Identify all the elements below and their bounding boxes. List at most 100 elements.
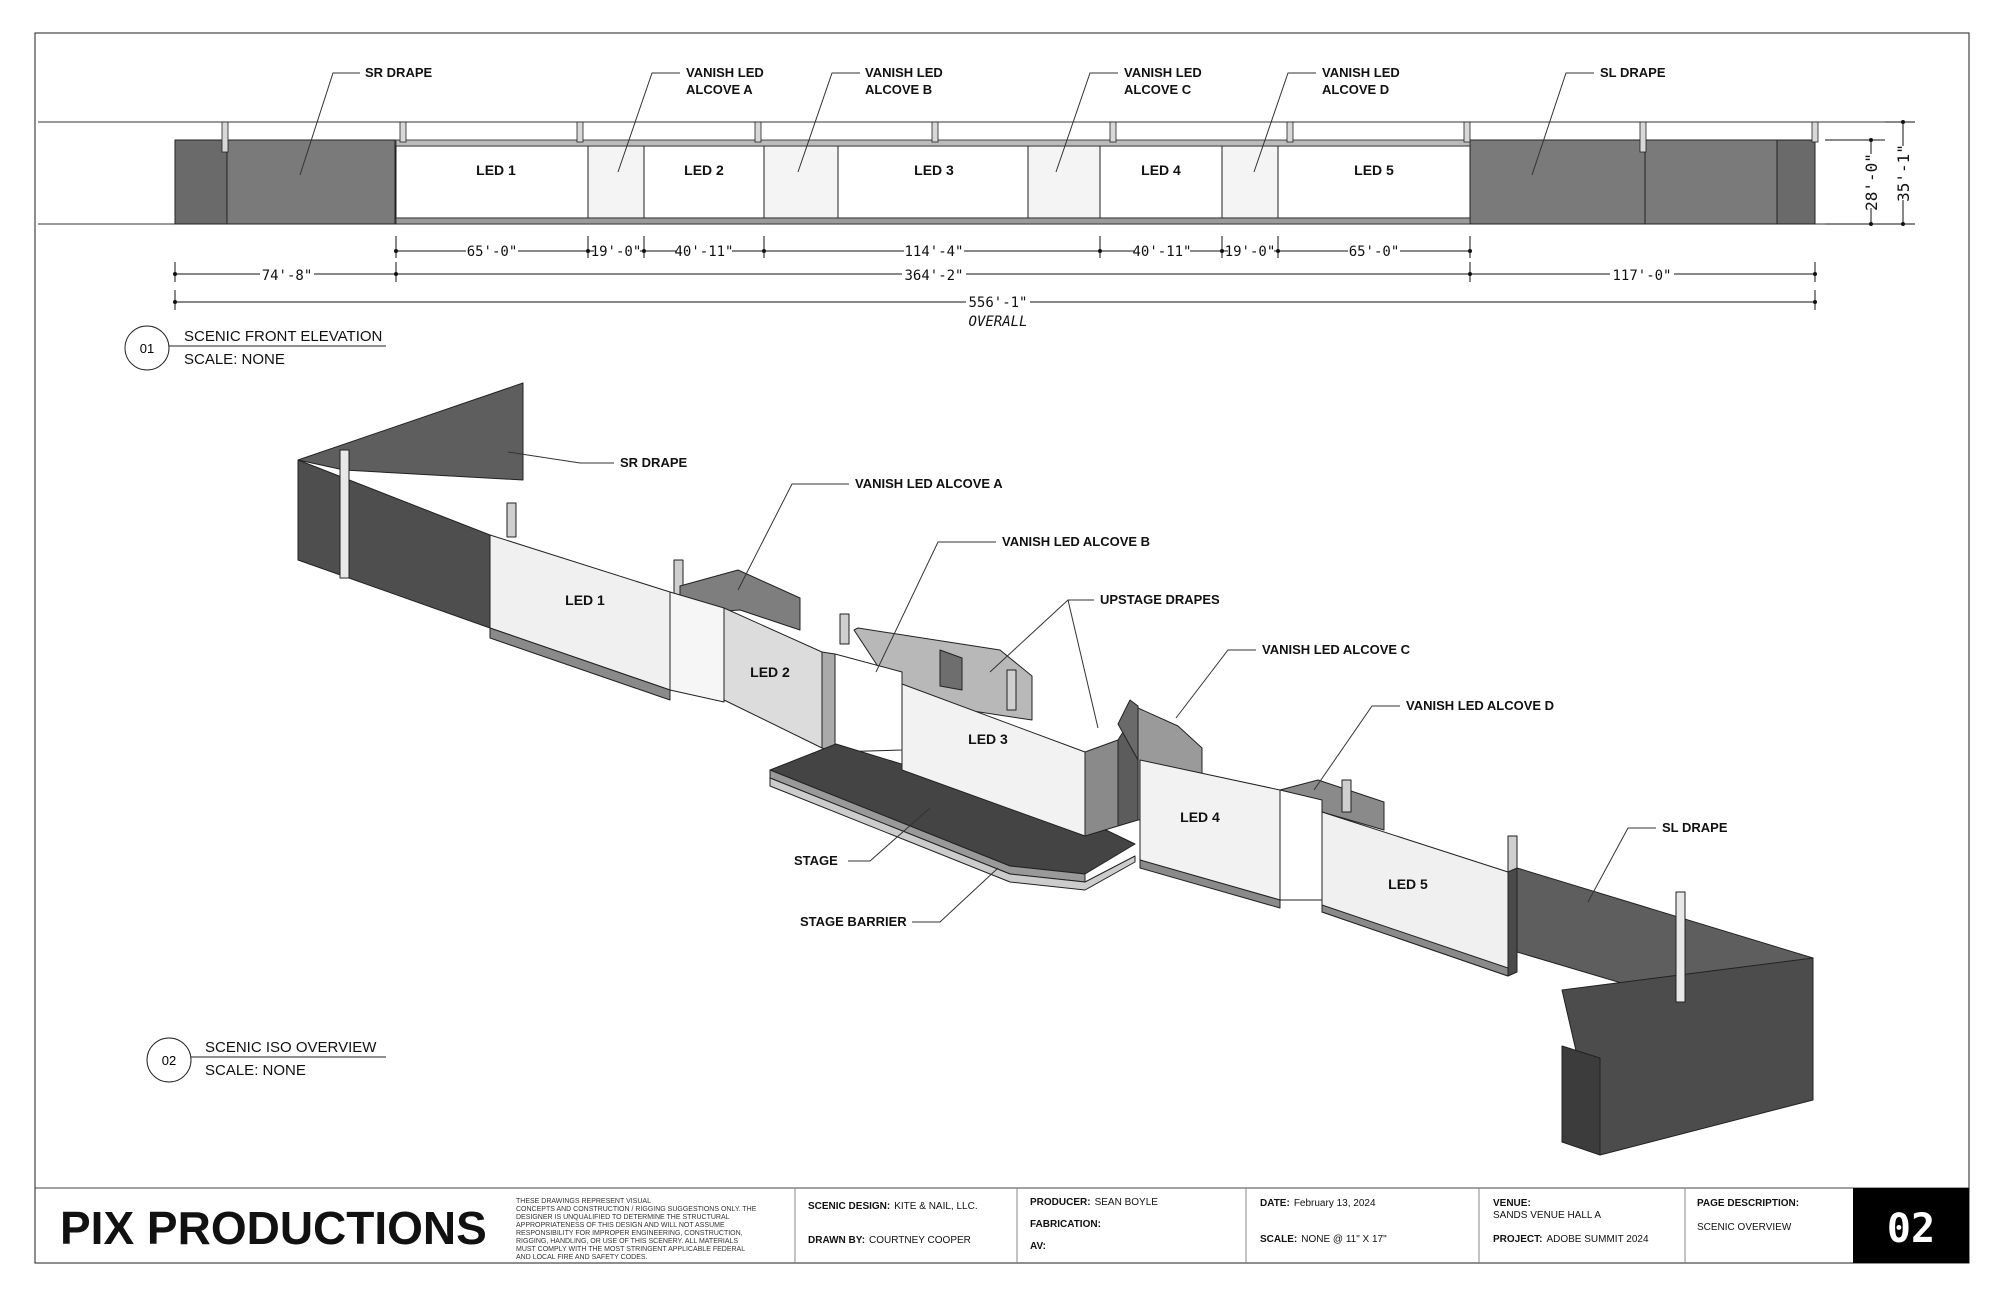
svg-text:THESE DRAWINGS REPRESENT VISUA: THESE DRAWINGS REPRESENT VISUAL [516, 1198, 651, 1205]
iso-alcove-a-leader [737, 483, 849, 591]
date-field: DATE:February 13, 2024 [1260, 1198, 1376, 1209]
drawn-by-field: DRAWN BY:COURTNEY COOPER [808, 1235, 971, 1246]
callout-02-scale: SCALE: NONE [205, 1062, 306, 1079]
page-number: 02 [1887, 1206, 1935, 1252]
dim-117-0: 117'-0" [1612, 268, 1671, 284]
svg-text:RIGGING, HANDLING, OR USE OF T: RIGGING, HANDLING, OR USE OF THIS SCENER… [516, 1238, 738, 1245]
dim-overall: 556'-1" [968, 295, 1027, 311]
elev-sr-drape-label: SR DRAPE [365, 65, 433, 80]
iso-barrier-label: STAGE BARRIER [800, 914, 907, 929]
elev-led-4-label: LED 4 [1141, 162, 1181, 178]
iso-sl-drape-leader [1587, 827, 1656, 903]
iso-post-sl [1675, 891, 1686, 1003]
sl-drape-outer [1776, 139, 1816, 225]
elev-alcove-a-line2: ALCOVE A [686, 82, 753, 97]
iso-upstage-leader-2 [1067, 599, 1099, 729]
sr-drape [226, 139, 396, 225]
iso-alcove-b-label: VANISH LED ALCOVE B [1002, 534, 1150, 549]
iso-led-4-label: LED 4 [1180, 809, 1220, 825]
sheet-border [34, 32, 1970, 1264]
alcove-c-panel [1027, 145, 1101, 219]
iso-alcove-d-leader [1313, 705, 1400, 791]
iso-led-4-panel [1139, 759, 1281, 901]
iso-stage-leader [848, 807, 931, 862]
iso-sr-drape-leader [507, 451, 614, 464]
dim-114-4: 114'-4" [904, 244, 963, 260]
venue-label: VENUE: [1493, 1198, 1531, 1209]
svg-text:RESPONSIBILITY FOR IMPROPER EN: RESPONSIBILITY FOR IMPROPER ENGINEERING,… [516, 1230, 743, 1237]
elev-alcove-d-line2: ALCOVE D [1322, 82, 1389, 97]
elev-sl-drape-label: SL DRAPE [1600, 65, 1666, 80]
iso-led-5-panel [1321, 811, 1509, 977]
truss-posts [221, 121, 1819, 153]
elev-led-2-label: LED 2 [684, 162, 724, 178]
iso-sr-drape-front [297, 459, 491, 629]
dim-height-35-1: 35'-1" [1894, 144, 1913, 202]
callout-01-number: 01 [140, 341, 154, 356]
iso-led-5-label: LED 5 [1388, 876, 1428, 892]
led-2-panel [643, 145, 765, 219]
dim-65-0-left: 65'-0" [467, 244, 518, 260]
project-field: PROJECT:ADOBE SUMMIT 2024 [1493, 1234, 1649, 1245]
page-description-label: PAGE DESCRIPTION: [1697, 1198, 1799, 1209]
elev-alcove-b-line2: ALCOVE B [865, 82, 932, 97]
callout-01-circle [124, 325, 170, 371]
page-description-value: SCENIC OVERVIEW [1697, 1222, 1792, 1233]
elev-alcove-d-leader [1253, 72, 1316, 173]
alcove-a-panel [587, 145, 645, 219]
svg-text:DESIGNER IS UNQUALIFIED TO DET: DESIGNER IS UNQUALIFIED TO DETERMINE THE… [516, 1214, 730, 1221]
elev-alcove-c-line1: VANISH LED [1124, 65, 1202, 80]
elev-led-3-label: LED 3 [914, 162, 954, 178]
iso-led-3-label: LED 3 [968, 731, 1008, 747]
iso-overview [297, 382, 1814, 1156]
front-elevation: LED 1 LED 2 LED 3 LED 4 LED 5 SR DRAPE V… [38, 65, 1915, 371]
alcove-d-panel [1221, 145, 1279, 219]
dim-74-8: 74'-8" [262, 268, 313, 284]
elev-alcove-c-line2: ALCOVE C [1124, 82, 1192, 97]
led-1-panel [395, 145, 589, 219]
sr-drape-outer [174, 139, 228, 225]
title-block: PIX PRODUCTIONS THESE DRAWINGS REPRESENT… [35, 1187, 1969, 1263]
callout-01-title: SCENIC FRONT ELEVATION [184, 328, 382, 345]
page-number-box [1853, 1188, 1969, 1263]
av-field: AV: [1030, 1241, 1046, 1252]
iso-alcove-d-label: VANISH LED ALCOVE D [1406, 698, 1554, 713]
elev-alcove-a-leader [617, 72, 680, 173]
disclaimer: THESE DRAWINGS REPRESENT VISUAL CONCEPTS… [516, 1198, 757, 1261]
svg-text:AND LOCAL FIRE AND SAFETY CODE: AND LOCAL FIRE AND SAFETY CODES. [516, 1254, 648, 1261]
dim-364-2: 364'-2" [904, 268, 963, 284]
iso-sr-drape-label: SR DRAPE [620, 455, 688, 470]
iso-alcove-a-label: VANISH LED ALCOVE A [855, 476, 1003, 491]
elev-alcove-c-leader [1055, 72, 1118, 173]
elev-alcove-a-line1: VANISH LED [686, 65, 764, 80]
elev-alcove-d-line1: VANISH LED [1322, 65, 1400, 80]
iso-stage-barrier [769, 777, 1136, 891]
callout-01-scale: SCALE: NONE [184, 351, 285, 368]
dimension-row-2 [173, 262, 1817, 282]
iso-alcove-b-leader [875, 541, 996, 673]
iso-post-sr [339, 449, 350, 579]
dim-overall-label: OVERALL [968, 314, 1027, 330]
iso-sl-drape-label: SL DRAPE [1662, 820, 1728, 835]
elev-sr-drape-leader [299, 72, 360, 176]
iso-alcove-c-label: VANISH LED ALCOVE C [1262, 642, 1411, 657]
elev-alcove-b-line1: VANISH LED [865, 65, 943, 80]
led-3-panel [837, 145, 1029, 219]
iso-alcove-c-leader [1175, 649, 1256, 719]
iso-barrier-leader [912, 867, 999, 923]
dim-65-0-right: 65'-0" [1349, 244, 1400, 260]
callout-02-title: SCENIC ISO OVERVIEW [205, 1039, 377, 1056]
iso-stage-label: STAGE [794, 853, 838, 868]
sl-drape [1469, 139, 1646, 225]
company-logo: PIX PRODUCTIONS [60, 1202, 487, 1254]
fabrication-field: FABRICATION: [1030, 1219, 1101, 1230]
scale-field: SCALE:NONE @ 11" X 17" [1260, 1234, 1387, 1245]
elev-led-1-label: LED 1 [476, 162, 516, 178]
dim-height-28-0: 28'-0" [1862, 153, 1881, 211]
dim-19-0-left: 19'-0" [591, 244, 642, 260]
iso-sr-drape-back [297, 382, 524, 481]
iso-upstage-label: UPSTAGE DRAPES [1100, 592, 1220, 607]
elev-led-5-label: LED 5 [1354, 162, 1394, 178]
svg-text:MUST COMPLY WITH THE MOST STRI: MUST COMPLY WITH THE MOST STRINGENT APPL… [516, 1246, 745, 1253]
